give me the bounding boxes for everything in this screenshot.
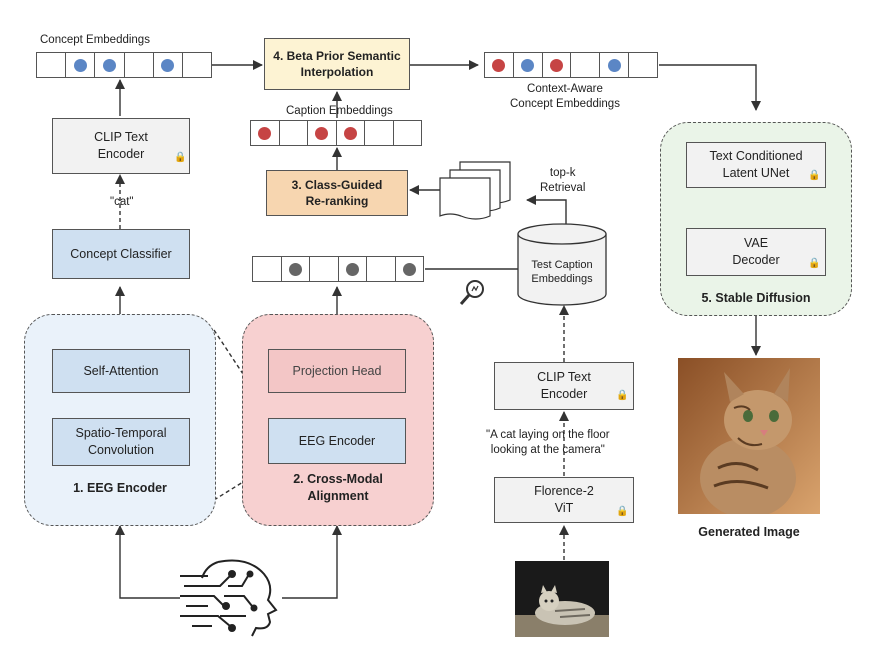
test-caption-embeddings-label: Test Caption Embeddings	[531, 259, 593, 286]
embedding-cell	[253, 257, 282, 281]
embedding-cell	[485, 53, 514, 77]
embedding-cell	[310, 257, 339, 281]
concept-classifier: Concept Classifier	[52, 229, 190, 279]
gray-dot	[345, 262, 359, 276]
embedding-cell	[125, 53, 154, 77]
embedding-cell	[280, 121, 308, 145]
eeg-embedding-vector	[252, 256, 424, 282]
lock-icon: 🔒	[174, 152, 187, 163]
caption-embedding-vector	[250, 120, 422, 146]
latent-unet-block: Text Conditioned Latent UNet	[686, 142, 826, 188]
embedding-cell	[251, 121, 280, 145]
embedding-cell	[95, 53, 125, 77]
embedding-cell	[571, 53, 601, 77]
caption-quote: "A cat laying on the floor looking at th…	[486, 429, 610, 456]
embedding-cell	[367, 257, 396, 281]
self-attention-block: Self-Attention	[52, 349, 190, 393]
embedding-cell	[396, 257, 424, 281]
embedding-cell	[183, 53, 211, 77]
concept-embedding-vector	[36, 52, 212, 78]
embedding-cell	[339, 257, 367, 281]
beta-prior-interpolation: 4. Beta Prior Semantic Interpolation	[264, 38, 410, 90]
embedding-cell	[394, 121, 422, 145]
eeg-encoder-title: 1. EEG Encoder	[73, 481, 167, 495]
brain-head-icon	[180, 559, 278, 637]
gray-dot	[288, 262, 302, 276]
embedding-cell	[514, 53, 543, 77]
clip-text-encoder-left: CLIP Text Encoder	[52, 118, 190, 174]
blue-dot	[102, 58, 116, 72]
class-guided-reranking: 3. Class-Guided Re-ranking	[266, 170, 408, 216]
red-dot	[315, 126, 329, 140]
topk-retrieval-label: top-k Retrieval	[540, 167, 586, 194]
embedding-cell	[600, 53, 630, 77]
context-aware-label: Context-Aware Concept Embeddings	[510, 83, 620, 110]
generated-image-label: Generated Image	[698, 525, 800, 539]
eeg-encoder-block: EEG Encoder	[268, 418, 406, 464]
red-dot	[492, 58, 506, 72]
photo-cat-icon	[515, 561, 609, 637]
blue-dot	[73, 58, 87, 72]
lock-icon: 🔒	[616, 506, 629, 517]
document-stack-icon	[439, 161, 511, 220]
spatio-temporal-convolution-block: Spatio-Temporal Convolution	[52, 418, 190, 466]
red-dot	[550, 58, 564, 72]
florence-vit: Florence-2 ViT	[494, 477, 634, 523]
cross-modal-title: 2. Cross-Modal Alignment	[293, 472, 383, 503]
blue-dot	[607, 58, 621, 72]
embedding-cell	[337, 121, 365, 145]
vae-decoder-block: VAE Decoder	[686, 228, 826, 276]
clip-text-encoder-right: CLIP Text Encoder	[494, 362, 634, 410]
embedding-cell	[282, 257, 310, 281]
embedding-cell	[543, 53, 572, 77]
embedding-cell	[37, 53, 67, 77]
red-dot	[258, 126, 272, 140]
lock-icon: 🔒	[808, 258, 821, 269]
embedding-cell	[629, 53, 657, 77]
concept-embeddings-label: Concept Embeddings	[40, 34, 150, 46]
generated-cat-image	[678, 358, 820, 514]
embedding-cell	[154, 53, 183, 77]
database-icon	[517, 223, 607, 306]
red-dot	[343, 126, 357, 140]
context-aware-embedding-vector	[484, 52, 658, 78]
cat-label: "cat"	[110, 196, 134, 208]
gray-dot	[402, 262, 416, 276]
embedding-cell	[66, 53, 96, 77]
caption-embeddings-label: Caption Embeddings	[286, 105, 393, 117]
magnifier-icon	[459, 280, 484, 305]
projection-head-block: Projection Head	[268, 349, 406, 393]
lock-icon: 🔒	[808, 170, 821, 181]
embedding-cell	[308, 121, 337, 145]
blue-dot	[521, 58, 535, 72]
blue-dot	[161, 58, 175, 72]
lock-icon: 🔒	[616, 390, 629, 401]
embedding-cell	[365, 121, 394, 145]
stable-diffusion-title: 5. Stable Diffusion	[701, 291, 811, 305]
